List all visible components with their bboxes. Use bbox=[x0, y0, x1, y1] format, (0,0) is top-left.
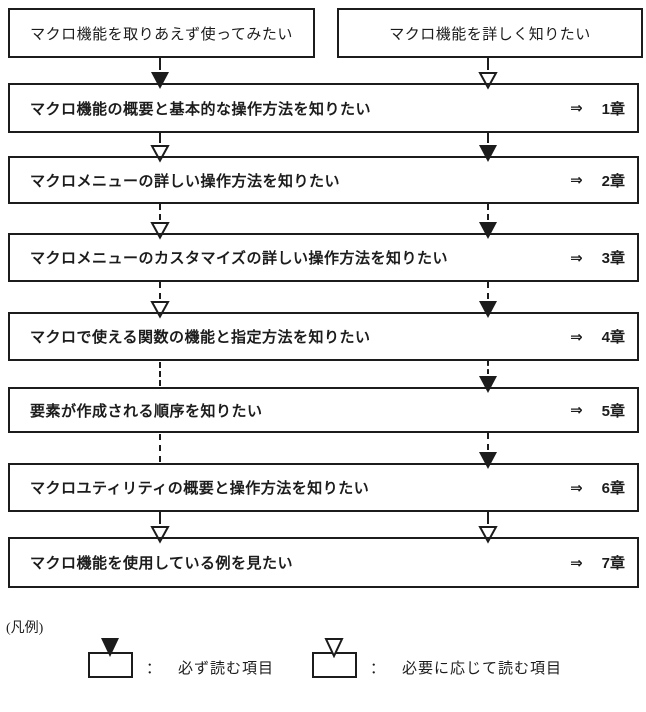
implies-arrow: ⇒ bbox=[570, 479, 583, 497]
entry-box-detail-label: マクロ機能を詳しく知りたい bbox=[389, 26, 591, 43]
legend-label: 必要に応じて読む項目 bbox=[402, 661, 563, 677]
must-read-arrow-icon bbox=[478, 433, 498, 470]
flow-row-chapter-1: マクロ機能の概要と基本的な操作方法を知りたい ⇒ 1章 bbox=[8, 83, 639, 133]
flow-row-label: マクロメニューのカスタマイズの詳しい操作方法を知りたい bbox=[30, 250, 449, 267]
chapter-ref: 3章 bbox=[601, 250, 625, 267]
optional-read-arrow-icon bbox=[150, 133, 170, 163]
flow-row-label: 要素が作成される順序を知りたい bbox=[30, 402, 263, 420]
chapter-ref: 1章 bbox=[601, 100, 625, 118]
implies-arrow: ⇒ bbox=[570, 100, 583, 117]
pass-through-line bbox=[159, 434, 161, 462]
flow-row-label: マクロで使える関数の機能と指定方法を知りたい bbox=[30, 329, 371, 346]
optional-read-arrow-icon bbox=[150, 282, 170, 319]
chapter-ref: 4章 bbox=[601, 329, 625, 346]
implies-arrow: ⇒ bbox=[570, 328, 583, 346]
flow-row-chapter-5: 要素が作成される順序を知りたい ⇒ 5章 bbox=[8, 387, 639, 433]
must-read-arrow-icon bbox=[478, 282, 498, 319]
implies-arrow: ⇒ bbox=[570, 249, 583, 267]
flow-row-chapter-4: マクロで使える関数の機能と指定方法を知りたい ⇒ 4章 bbox=[8, 312, 639, 361]
legend-colon: ： bbox=[146, 661, 163, 677]
must-read-arrow-icon bbox=[478, 133, 498, 163]
implies-arrow: ⇒ bbox=[570, 402, 583, 419]
legend-label: 必ず読む項目 bbox=[178, 661, 275, 677]
flow-row-chapter-3: マクロメニューのカスタマイズの詳しい操作方法を知りたい ⇒ 3章 bbox=[8, 233, 639, 282]
legend-colon: ： bbox=[370, 661, 387, 677]
flow-row-label: マクロユティリティの概要と操作方法を知りたい bbox=[30, 480, 370, 497]
flow-row-chapter-2: マクロメニューの詳しい操作方法を知りたい ⇒ 2章 bbox=[8, 156, 639, 204]
optional-read-arrow-icon bbox=[324, 638, 344, 658]
entry-box-detail: マクロ機能を詳しく知りたい bbox=[337, 8, 643, 58]
optional-read-arrow-icon bbox=[478, 512, 498, 544]
flow-row-label: マクロ機能の概要と基本的な操作方法を知りたい bbox=[30, 100, 372, 118]
chapter-ref: 5章 bbox=[601, 402, 625, 420]
implies-arrow: ⇒ bbox=[570, 172, 583, 189]
entry-box-try-label: マクロ機能を取りあえず使ってみたい bbox=[30, 26, 293, 43]
must-read-arrow-icon bbox=[478, 361, 498, 394]
legend-item-must-read: ： 必ず読む項目 bbox=[146, 657, 274, 678]
chapter-ref: 6章 bbox=[601, 480, 625, 497]
optional-read-arrow-icon bbox=[150, 204, 170, 240]
chapter-ref: 2章 bbox=[601, 172, 625, 190]
must-read-arrow-icon bbox=[478, 204, 498, 240]
flow-row-label: マクロメニューの詳しい操作方法を知りたい bbox=[30, 172, 341, 190]
pass-through-line bbox=[159, 362, 161, 386]
entry-box-try: マクロ機能を取りあえず使ってみたい bbox=[8, 8, 315, 58]
must-read-arrow-icon bbox=[101, 638, 119, 657]
implies-arrow: ⇒ bbox=[570, 554, 583, 572]
chapter-ref: 7章 bbox=[601, 555, 625, 572]
optional-read-arrow-icon bbox=[478, 58, 498, 90]
flow-row-chapter-6: マクロユティリティの概要と操作方法を知りたい ⇒ 6章 bbox=[8, 463, 639, 512]
legend-title: (凡例) bbox=[6, 621, 44, 636]
flow-row-label: マクロ機能を使用している例を見たい bbox=[30, 555, 294, 572]
optional-read-arrow-icon bbox=[150, 512, 170, 544]
flow-row-chapter-7: マクロ機能を使用している例を見たい ⇒ 7章 bbox=[8, 537, 639, 588]
must-read-arrow-icon bbox=[150, 58, 170, 90]
legend-item-optional-read: ： 必要に応じて読む項目 bbox=[370, 657, 562, 678]
